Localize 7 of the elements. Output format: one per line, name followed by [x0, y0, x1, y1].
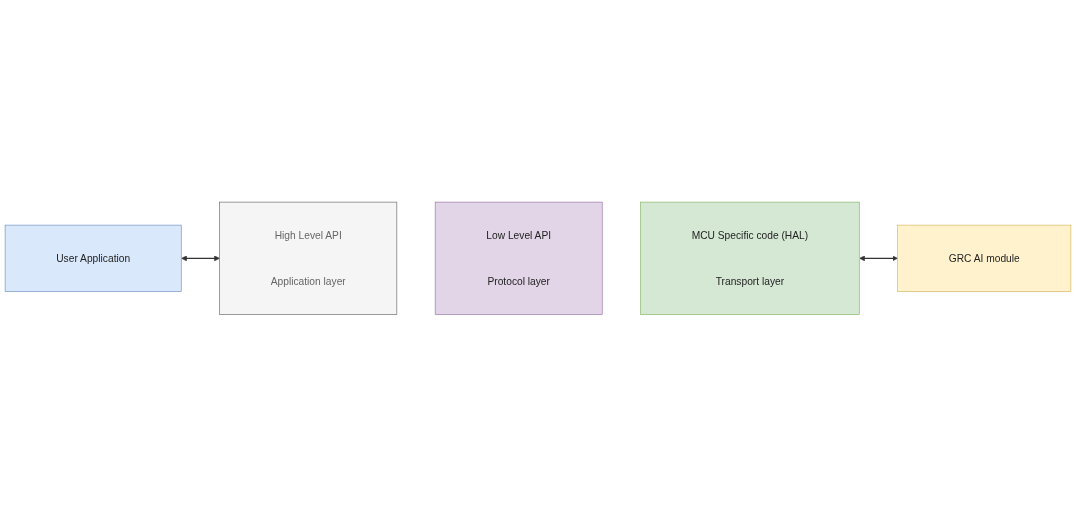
arrow	[859, 255, 898, 261]
node-box: Low Level API Protocol layer	[434, 201, 603, 315]
node-box: GRC AI module	[897, 224, 1072, 292]
arrow	[181, 255, 220, 261]
node-box: User Application	[4, 224, 182, 292]
node-box: High Level API Application layer	[219, 201, 398, 315]
node-box: MCU Specific code (HAL) Transport layer	[640, 201, 860, 315]
